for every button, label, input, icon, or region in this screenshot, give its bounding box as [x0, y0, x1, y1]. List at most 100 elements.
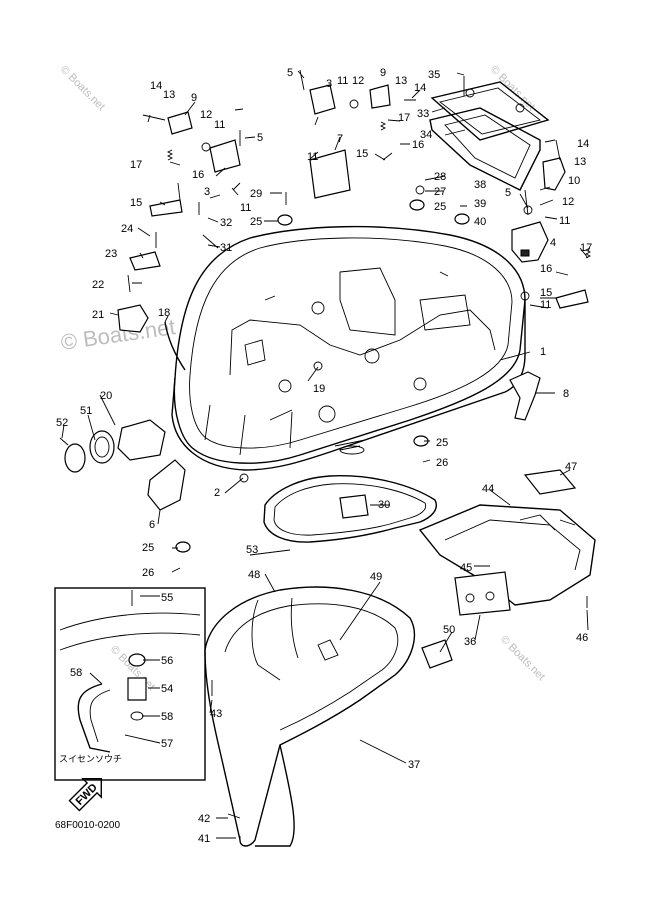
callout-38: 38	[474, 179, 486, 191]
callout-23: 23	[105, 248, 117, 260]
callout-16-a: 16	[192, 169, 204, 181]
callout-53: 53	[246, 544, 258, 556]
callout-39: 39	[474, 198, 486, 210]
callout-50: 50	[443, 624, 455, 636]
callout-8: 8	[563, 388, 569, 400]
callout-11-e: 11	[559, 215, 570, 227]
callouts: 1 2 3 3 4 5 5 5 6 7 8 9 9 10 11 11 11 11…	[56, 67, 592, 845]
callout-10: 10	[568, 175, 580, 187]
callout-16-b: 16	[412, 139, 424, 151]
diagram-code: 68F0010-0200	[55, 820, 120, 831]
callout-4: 4	[550, 237, 556, 249]
callout-58-a: 58	[70, 667, 82, 679]
callout-5-top: 5	[287, 67, 293, 79]
watermark-top-left: © Boats.net	[58, 64, 107, 113]
hose-18	[164, 321, 186, 371]
callout-27: 27	[434, 186, 446, 198]
grommets	[175, 99, 533, 553]
callout-40: 40	[474, 216, 486, 228]
latch-3-top	[309, 84, 336, 115]
callout-12-c: 12	[562, 196, 574, 208]
callout-18: 18	[158, 307, 170, 319]
inset-box	[54, 587, 206, 781]
callout-14-a: 14	[150, 80, 162, 92]
callout-21: 21	[92, 309, 104, 321]
callout-44: 44	[482, 483, 494, 495]
callout-9-top: 9	[380, 67, 386, 79]
hinge-15-left	[149, 199, 183, 217]
bottom-cowling	[171, 225, 526, 471]
plate-47	[523, 469, 577, 495]
callout-14-c: 14	[577, 138, 589, 150]
plate-7	[309, 149, 351, 199]
callout-35: 35	[428, 69, 440, 81]
callout-5-left: 5	[257, 132, 263, 144]
callout-9-left: 9	[191, 92, 197, 104]
callout-1: 1	[540, 346, 546, 358]
callout-37: 37	[408, 759, 420, 771]
callout-7: 7	[337, 133, 343, 145]
bracket-4	[511, 221, 549, 263]
callout-28: 28	[434, 171, 446, 183]
hinge-15-right	[555, 289, 589, 309]
bracket-21	[117, 304, 149, 333]
seal-53	[263, 475, 437, 543]
callout-42: 42	[198, 813, 210, 825]
callout-24: 24	[121, 223, 133, 235]
callout-25-a: 25	[250, 216, 262, 228]
callout-14-b: 14	[414, 82, 426, 94]
watermark-main: © Boats.net	[59, 314, 177, 355]
latch-9-left	[167, 111, 193, 135]
clamp-23	[129, 251, 161, 271]
part-36	[454, 571, 511, 616]
bracket-6	[147, 459, 186, 511]
bracket-44	[418, 504, 596, 606]
callout-15-b: 15	[356, 148, 368, 160]
callout-47: 47	[565, 461, 577, 473]
latch-3-left	[209, 139, 241, 173]
callout-16-c: 16	[540, 263, 552, 275]
callout-11-d: 11	[307, 151, 318, 163]
inset-caption: スイセンソウチ	[59, 754, 122, 765]
part-30	[339, 494, 369, 519]
callout-6: 6	[149, 519, 155, 531]
callout-17-a: 17	[130, 159, 142, 171]
callout-3-top: 3	[326, 78, 332, 90]
callout-56: 56	[161, 655, 173, 667]
callout-12-a: 12	[200, 109, 212, 121]
callout-3-left: 3	[204, 186, 210, 198]
top-cover-plate	[429, 81, 550, 191]
adapter-assembly	[59, 419, 166, 473]
callout-41: 41	[198, 833, 210, 845]
callout-33: 33	[417, 108, 429, 120]
lower-apron-37	[204, 586, 416, 847]
callout-45: 45	[460, 562, 472, 574]
callout-26-a: 26	[436, 457, 448, 469]
callout-20: 20	[100, 390, 112, 402]
callout-51: 51	[80, 405, 92, 417]
callout-48: 48	[248, 569, 260, 581]
callout-26-b: 26	[142, 567, 154, 579]
callout-13-b: 13	[395, 75, 407, 87]
callout-11-f: 11	[540, 299, 551, 311]
watermark-bottom-right: © Boats.net	[498, 634, 547, 683]
clip-8	[509, 371, 541, 421]
callout-17-b: 17	[398, 112, 410, 124]
callout-57: 57	[161, 738, 173, 750]
callout-49: 49	[370, 571, 382, 583]
callout-54: 54	[161, 683, 173, 695]
callout-25-d: 25	[142, 542, 154, 554]
fwd-arrow: FWD	[68, 778, 102, 812]
callout-52: 52	[56, 417, 68, 429]
callout-29: 29	[250, 188, 262, 200]
callout-11-c: 11	[337, 75, 348, 87]
callout-15-c: 15	[540, 287, 552, 299]
callout-12-b: 12	[352, 75, 364, 87]
callout-19: 19	[313, 383, 325, 395]
callout-58-b: 58	[161, 711, 173, 723]
callout-25-c: 25	[436, 437, 448, 449]
callout-15-a: 15	[130, 197, 142, 209]
callout-13-c: 13	[574, 156, 586, 168]
callout-11-a: 11	[214, 119, 225, 131]
